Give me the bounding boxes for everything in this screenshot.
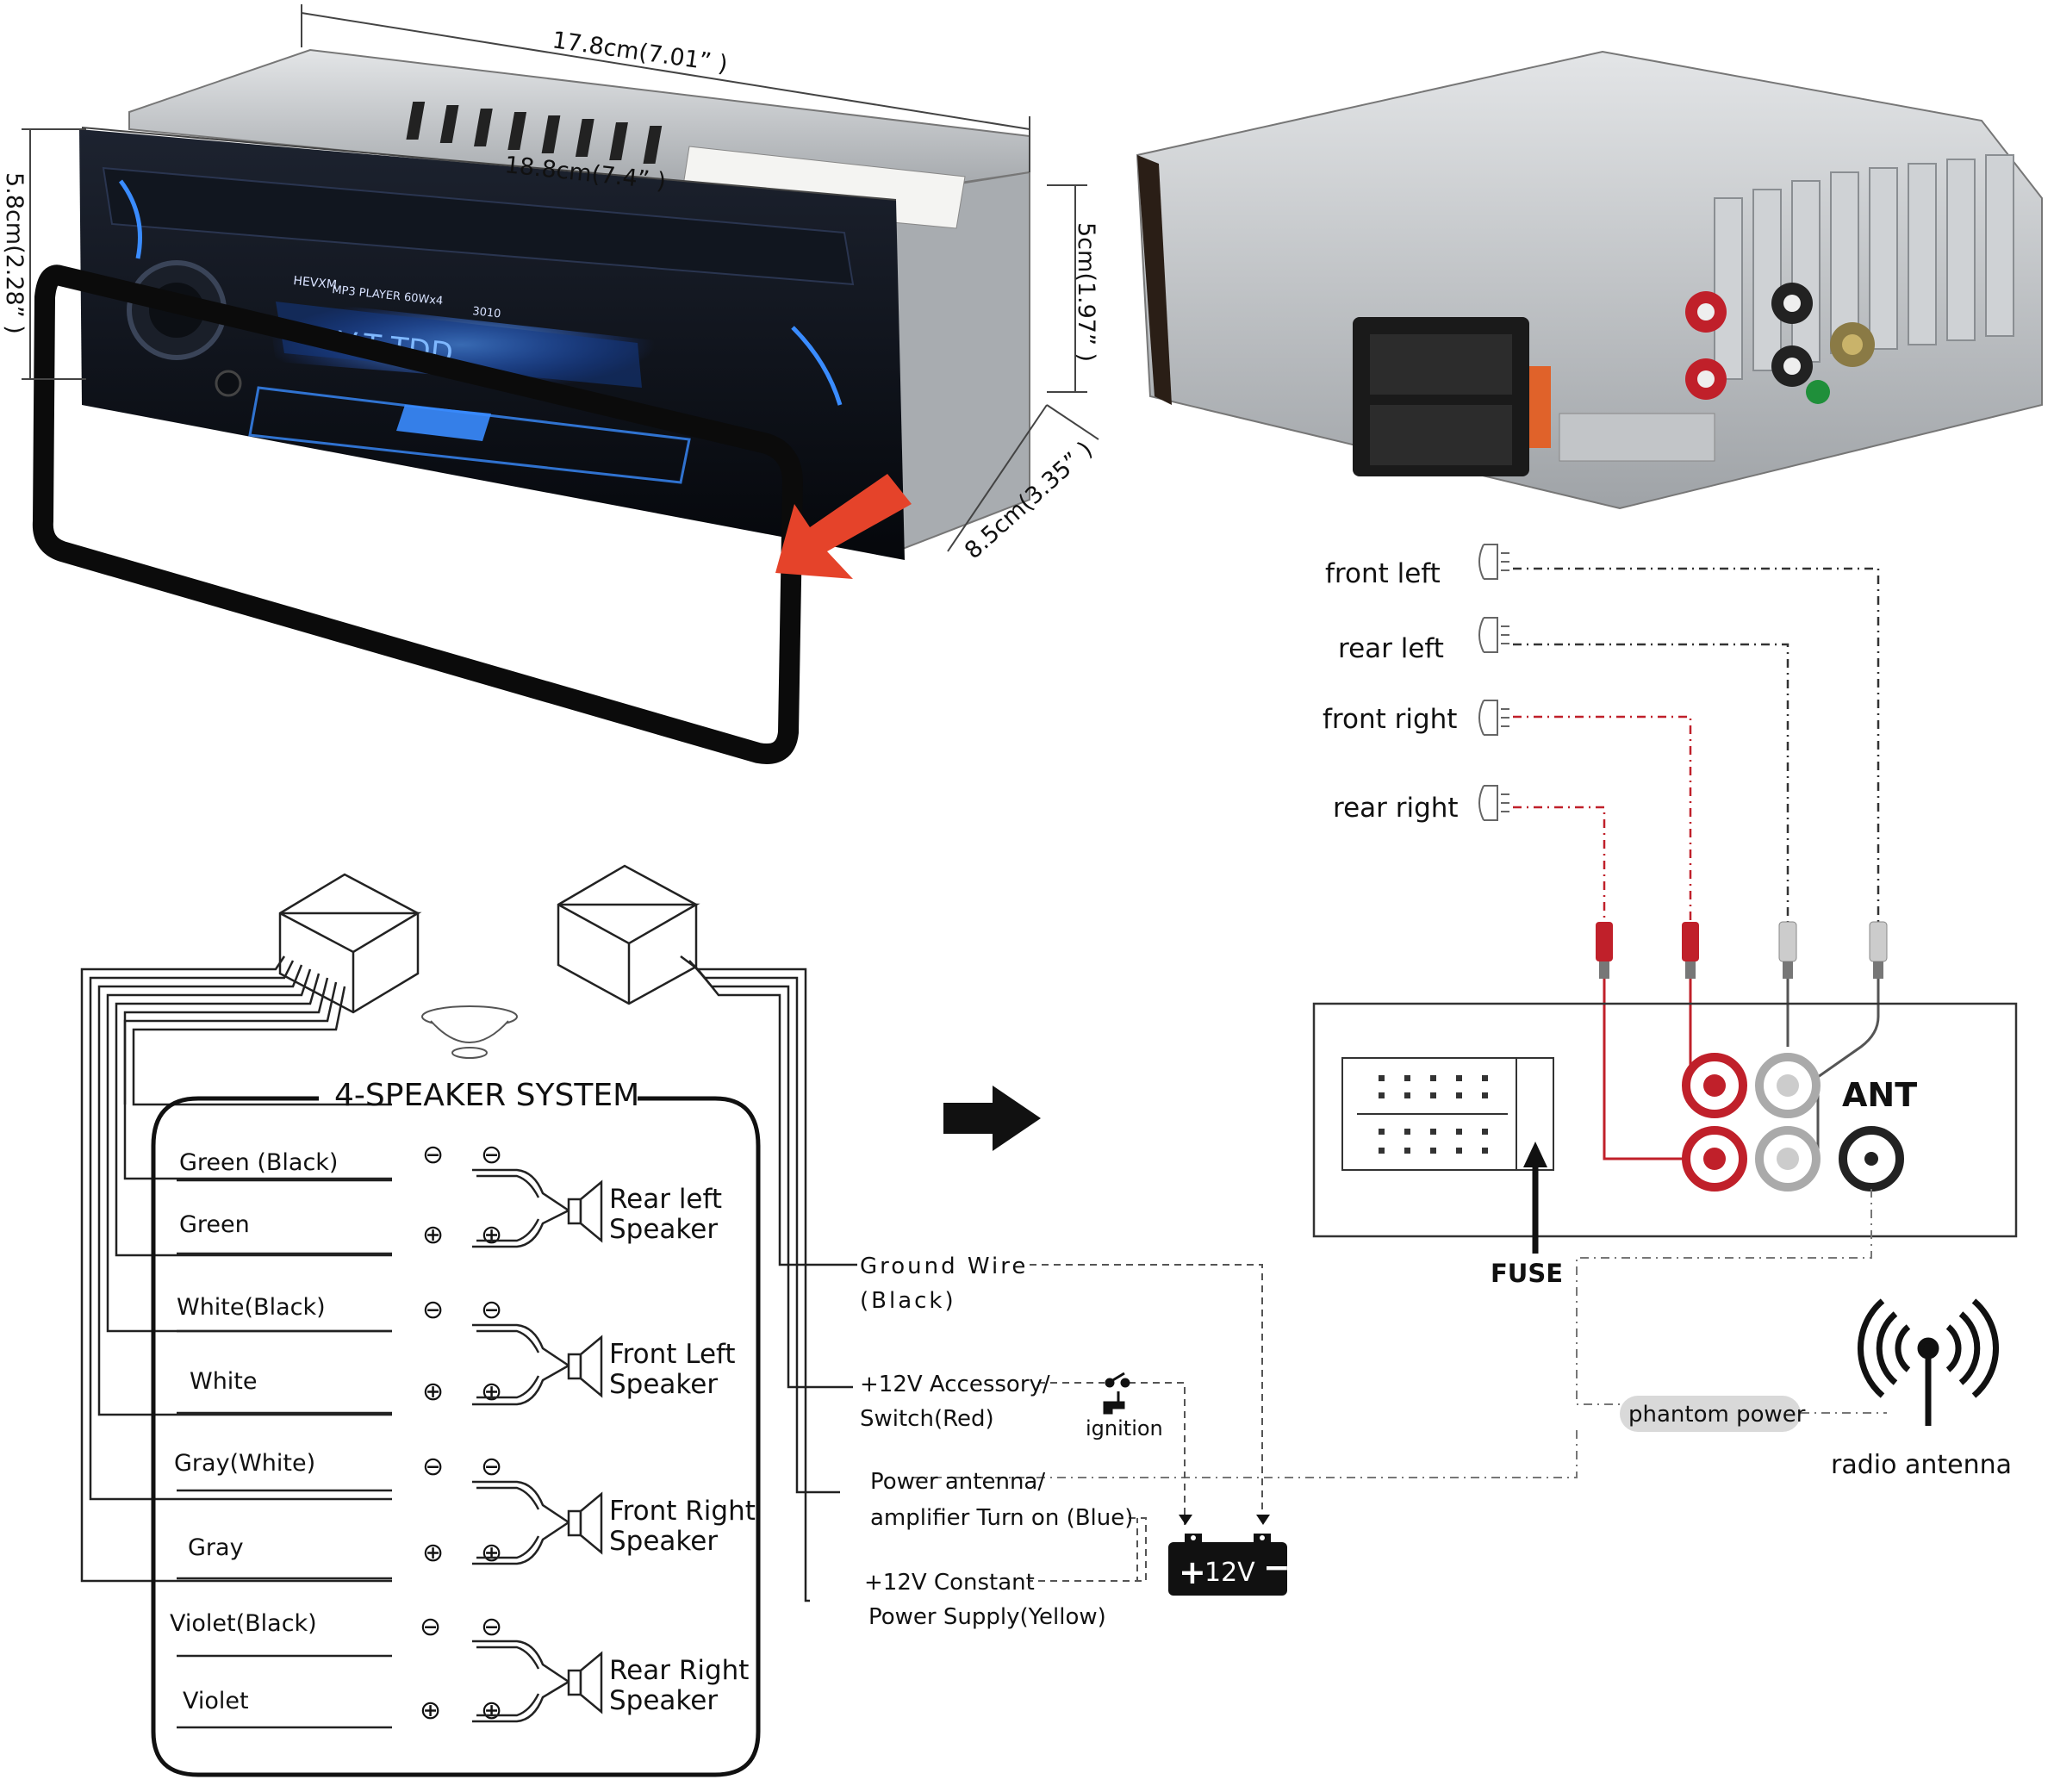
ignition-switch-icon	[1103, 1372, 1130, 1415]
rca-jack-gray-bottom	[1755, 1126, 1821, 1192]
svg-text:−: −	[1263, 1548, 1291, 1586]
battery-icon: + −	[1168, 1534, 1291, 1596]
antenna-wiring	[913, 1189, 1887, 1478]
ground-wire-label-2: (Black)	[860, 1288, 956, 1314]
speaker-rear-right-line1: Rear Right	[609, 1655, 749, 1686]
minus-symbol: ⊖	[422, 1452, 444, 1482]
minus-symbol: ⊖	[422, 1140, 444, 1170]
wire-white: White	[190, 1368, 258, 1395]
minus-symbol: ⊖	[481, 1452, 502, 1482]
minus-symbol: ⊖	[481, 1612, 502, 1642]
wire-violet: Violet	[183, 1688, 249, 1714]
speaker-icon	[472, 1640, 603, 1723]
minus-symbol: ⊖	[420, 1612, 441, 1642]
radio-antenna-label: radio antenna	[1831, 1450, 2012, 1480]
label-front-left: front left	[1325, 558, 1441, 589]
ant-label: ANT	[1842, 1076, 1917, 1114]
phantom-power-pill	[1620, 1396, 1801, 1432]
rca-jack-red-bottom	[1682, 1126, 1747, 1192]
dimension-lines	[22, 4, 1099, 552]
plus-symbol: ⊕	[422, 1220, 444, 1250]
direction-arrow	[943, 1086, 1041, 1151]
rca-jack-red-top	[1682, 1053, 1747, 1118]
polarity-symbols: ⊖ ⊖ ⊕ ⊕ ⊖ ⊖ ⊕ ⊕ ⊖ ⊖ ⊕ ⊕ ⊖ ⊖ ⊕ ⊕	[420, 1140, 502, 1726]
ant-jack	[1839, 1126, 1904, 1192]
power-antenna-label-2: amplifier Turn on (Blue)	[870, 1505, 1133, 1531]
power-antenna-label: Power antenna/	[870, 1469, 1045, 1495]
wire-front-left	[1513, 567, 1880, 922]
speaker-system-frame	[151, 1096, 761, 1777]
constant-power-label-2: Power Supply(Yellow)	[868, 1604, 1106, 1630]
wire-front-right	[1513, 715, 1692, 922]
harness-connectors	[278, 864, 700, 1014]
rear-panel-schematic	[1312, 1002, 2018, 1254]
dim-width-top: 17.8cm(7.01” )	[551, 27, 729, 78]
battery-label: 12V	[1204, 1558, 1255, 1588]
minus-symbol: ⊖	[481, 1140, 502, 1170]
wire-white-black: White(Black)	[177, 1294, 326, 1321]
plus-symbol: ⊕	[422, 1538, 444, 1568]
constant-power-label: +12V Constant	[864, 1570, 1035, 1596]
speaker-output-wiring	[1478, 544, 1888, 1160]
label-front-right: front right	[1323, 704, 1457, 735]
wire-green: Green	[179, 1211, 250, 1238]
plus-symbol: ⊕	[422, 1377, 444, 1407]
wire-violet-black: Violet(Black)	[170, 1610, 317, 1637]
accessory-wire-label-2: Switch(Red)	[860, 1406, 994, 1432]
wire-rear-left	[1513, 643, 1789, 922]
speaker-icon	[472, 1323, 603, 1406]
minus-symbol: ⊖	[481, 1295, 502, 1325]
label-rear-left: rear left	[1338, 633, 1444, 664]
dim-height-right: 5cm(1.97” )	[1073, 222, 1099, 362]
speaker-front-left-line1: Front Left	[609, 1339, 736, 1370]
speaker-icon	[472, 1480, 603, 1565]
speaker-rear-left-line2: Speaker	[609, 1214, 718, 1245]
speaker-system-icon	[421, 1005, 518, 1059]
left-harness-wires	[80, 955, 392, 1583]
ignition-label: ignition	[1086, 1416, 1163, 1440]
dim-height-left: 5.8cm(2.28” )	[1, 172, 28, 334]
speaker-plug-icons	[1478, 544, 1509, 821]
speaker-rear-right-line2: Speaker	[609, 1685, 718, 1716]
accessory-wire-label: +12V Accessory/	[860, 1372, 1050, 1397]
wire-gray-white: Gray(White)	[174, 1450, 315, 1477]
front-unit-photo: HEVXM MP3 PLAYER 60Wx4 3010 V-T·TDD	[32, 48, 1030, 764]
right-harness-wires	[680, 955, 857, 1602]
fuse-label: FUSE	[1491, 1259, 1563, 1288]
label-rear-right: rear right	[1333, 793, 1459, 824]
wire-rear-right	[1513, 806, 1606, 922]
unit-model-code: 3010	[472, 305, 501, 320]
svg-text:+: +	[1179, 1553, 1206, 1591]
plus-symbol: ⊕	[481, 1220, 502, 1250]
speaker-rear-left-line1: Rear left	[609, 1184, 722, 1215]
power-wiring-lines	[1030, 1264, 1263, 1582]
ground-wire-label: Ground Wire	[860, 1254, 1028, 1279]
rear-unit-photo	[1136, 50, 2043, 510]
wire-green-black: Green (Black)	[179, 1149, 338, 1176]
plus-symbol: ⊕	[420, 1696, 441, 1726]
speaker-icons	[472, 1168, 603, 1723]
speaker-icon	[472, 1168, 603, 1248]
rca-plugs	[1596, 921, 1888, 979]
minus-symbol: ⊖	[422, 1295, 444, 1325]
speaker-front-left-line2: Speaker	[609, 1369, 718, 1400]
phantom-power-label: phantom power	[1628, 1402, 1806, 1428]
unit-brand: HEVXM	[293, 274, 338, 292]
speaker-front-right-line1: Front Right	[609, 1496, 756, 1527]
plus-symbol: ⊕	[481, 1377, 502, 1407]
wire-gray: Gray	[188, 1534, 244, 1561]
wire-label-lines	[177, 1179, 392, 1729]
radio-antenna-icon	[1857, 1298, 2000, 1426]
speaker-system-title: 4-SPEAKER SYSTEM	[334, 1078, 639, 1113]
speaker-front-right-line2: Speaker	[609, 1526, 718, 1557]
rca-jack-gray-top	[1755, 1053, 1821, 1118]
